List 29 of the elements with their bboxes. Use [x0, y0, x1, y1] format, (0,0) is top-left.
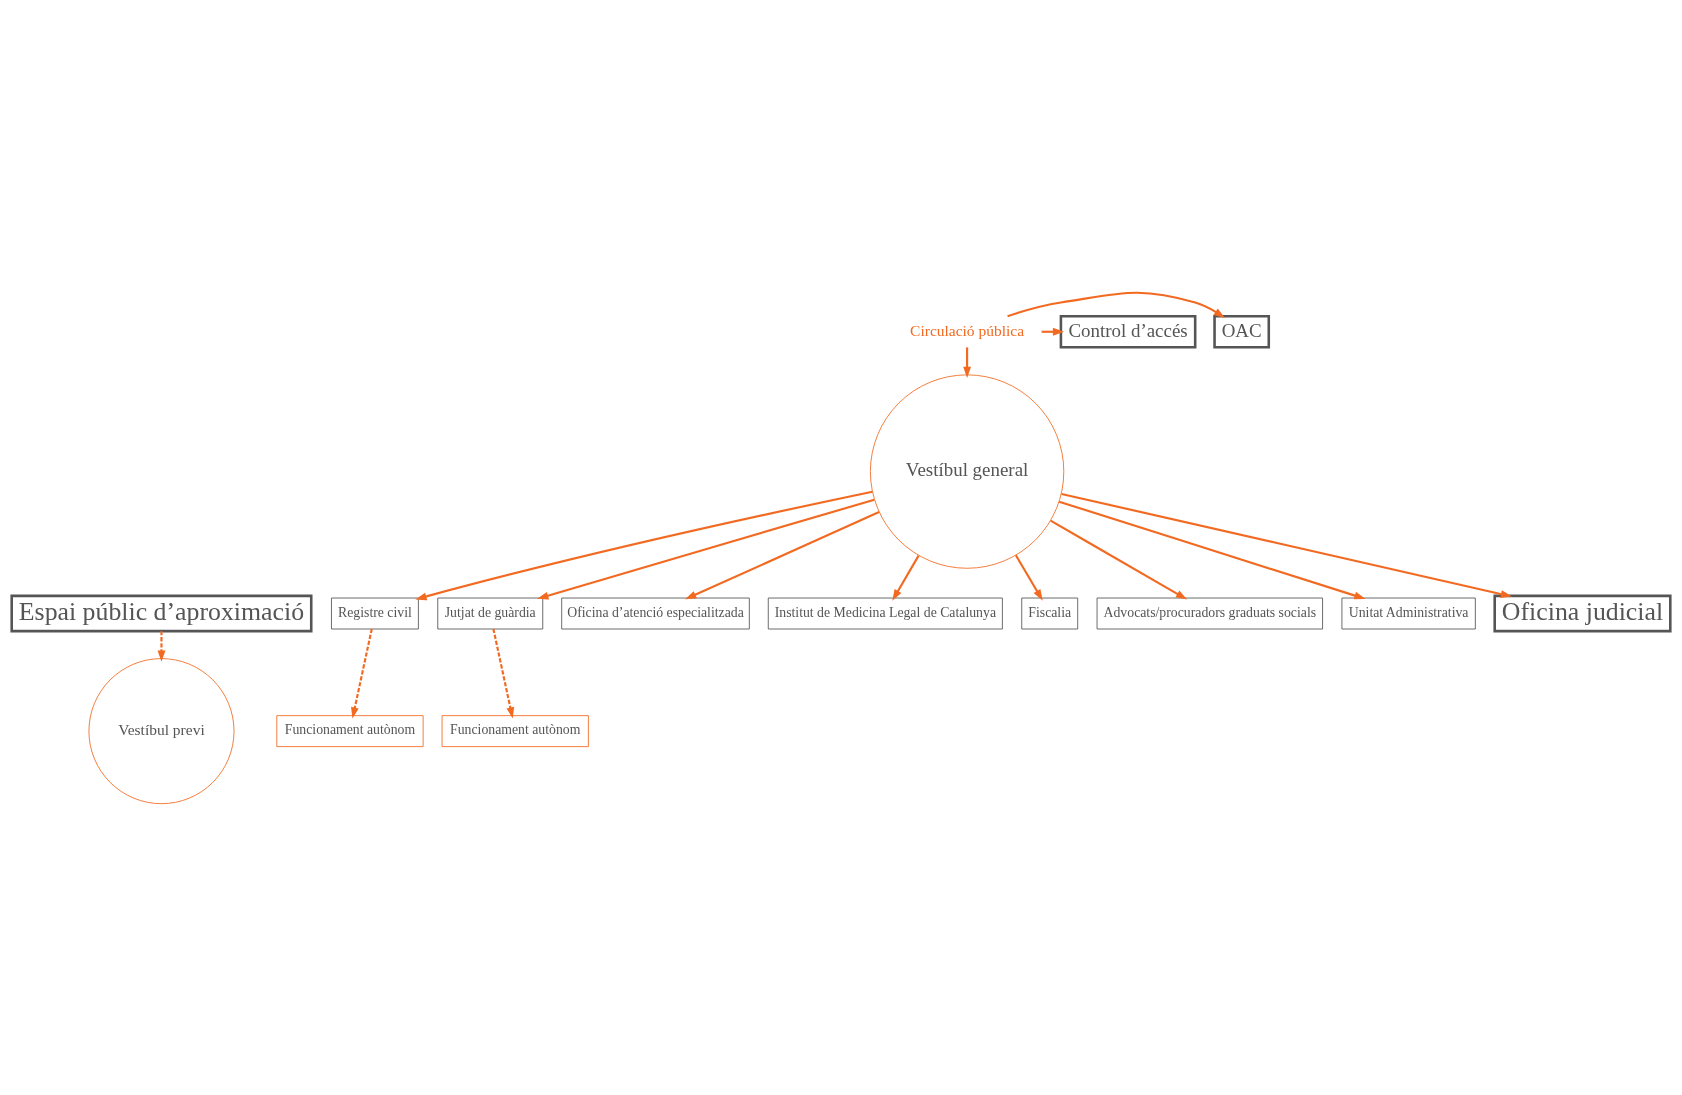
node-box: Oficina d’atenció especialitzada [561, 597, 750, 629]
node-box: Oficina judicial [1493, 594, 1672, 632]
arrow [492, 628, 515, 718]
node-box: Unitat Administrativa [1341, 597, 1476, 629]
arrow [685, 510, 880, 599]
arrow [1058, 500, 1366, 599]
node-box: Registre civil [331, 597, 419, 629]
arrow [351, 628, 373, 718]
node-circle: Vestíbul general [869, 373, 1065, 569]
arrow [415, 490, 873, 600]
node-box: Control d’accés [1059, 314, 1197, 349]
arrow [537, 498, 875, 599]
arrow [963, 346, 971, 378]
node-box: Institut de Medicina Legal de Catalunya [767, 597, 1003, 629]
arrow [1007, 291, 1225, 318]
node-circle: Vestíbul previ [88, 657, 235, 804]
node-box: Funcionament autònom [441, 714, 589, 747]
node-text: Circulació pública [910, 321, 1025, 339]
node-box: Fiscalia [1021, 597, 1079, 629]
node-box: Advocats/procuradors graduats socials [1096, 597, 1323, 629]
arrow [1050, 519, 1188, 600]
arrow [157, 630, 166, 662]
node-box: Funcionament autònom [276, 714, 424, 747]
node-box: Espai públic d’aproximació [10, 594, 313, 632]
node-box: Jutjat de guàrdia [437, 597, 544, 629]
arrow [1014, 554, 1043, 601]
node-box: OAC [1213, 314, 1271, 349]
arrow [892, 554, 920, 601]
arrow [1061, 492, 1512, 598]
